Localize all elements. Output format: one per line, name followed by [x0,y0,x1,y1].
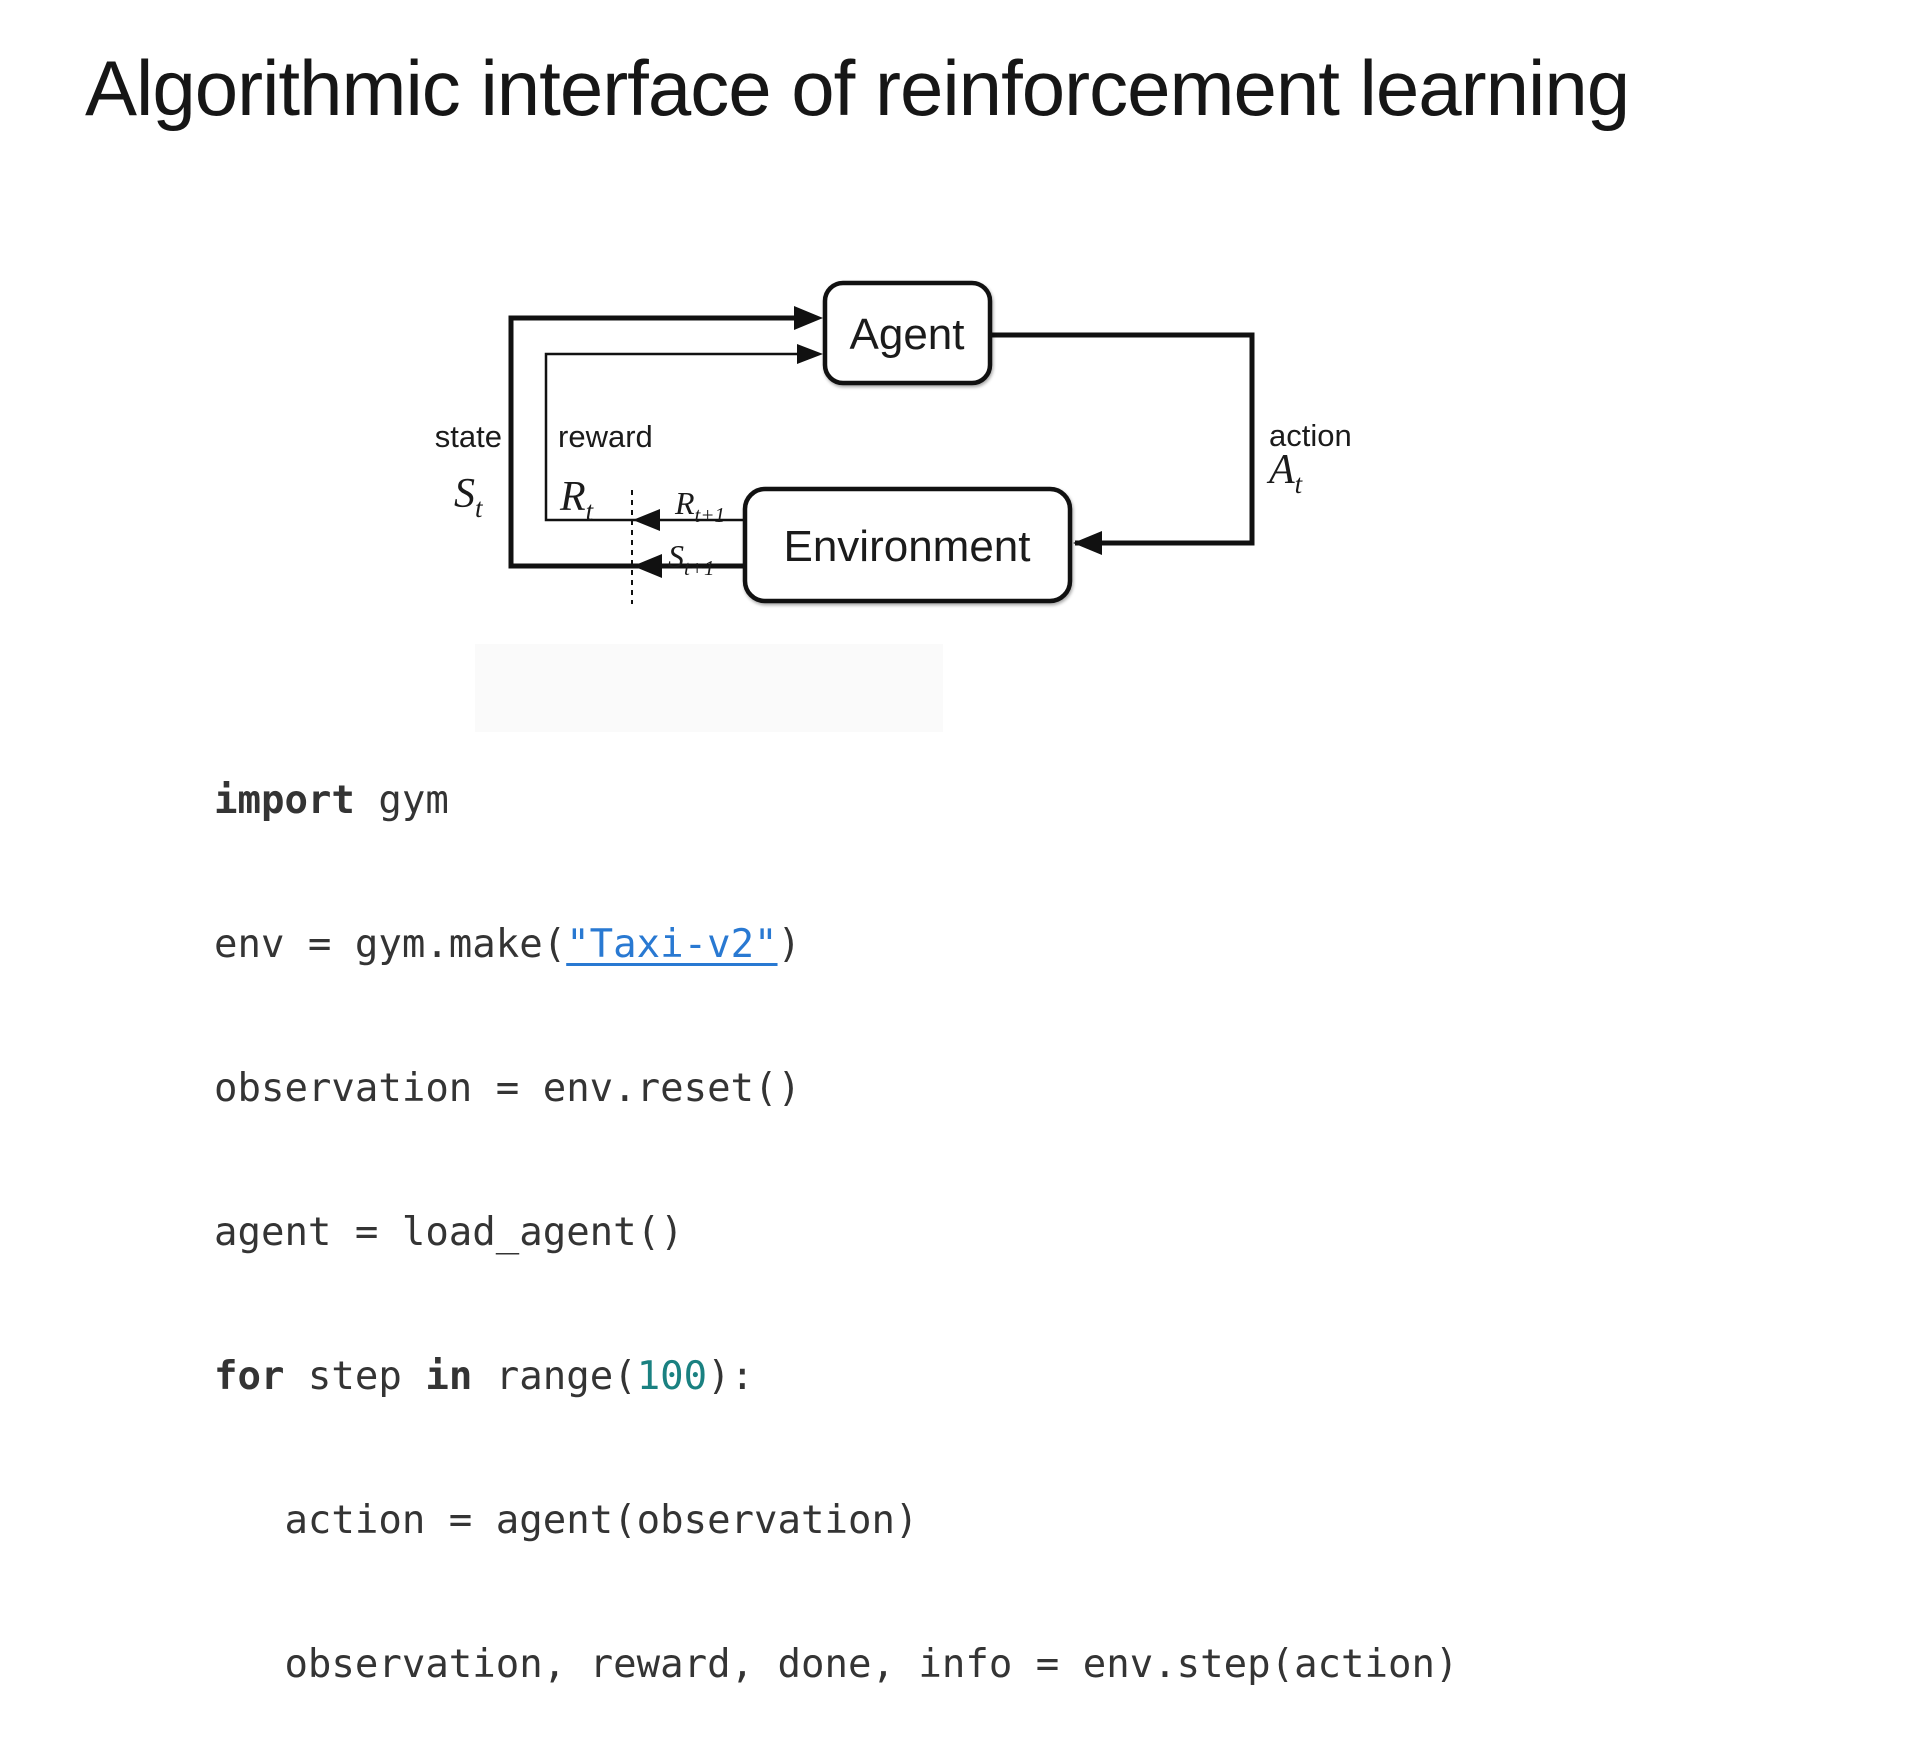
state-label: state [435,419,502,454]
reward-into-agent-arrowhead [797,344,823,364]
state-symbol: St [454,471,484,523]
environment-label: Environment [783,522,1030,571]
code-segment: agent = load_agent() [214,1210,684,1255]
next-reward-symbol-sub: t+1 [695,503,726,527]
code-block: import gym env = gym.make("Taxi-v2") obs… [214,681,1458,1737]
code-segment: gym [354,778,449,823]
action-label: action [1269,418,1352,453]
agent-label: Agent [850,310,965,359]
code-segment: action = agent(observation) [214,1498,919,1543]
next-state-arrowhead [633,554,662,578]
next-reward-arrowhead [633,509,660,531]
code-segment: ): [707,1354,755,1399]
next-state-symbol-main: S [668,538,684,574]
rl-loop-diagram: Agent Environment state St reward Rt act… [430,230,1380,660]
code-line: action = agent(observation) [214,1497,1458,1545]
code-line: agent = load_agent() [214,1209,1458,1257]
rl-loop-svg: Agent Environment state St reward Rt act… [435,280,1352,604]
next-reward-symbol: Rt+1 [674,485,725,527]
code-line: observation, reward, done, info = env.st… [214,1641,1458,1689]
action-wire [990,332,1255,546]
code-keyword: import [214,778,355,823]
action-into-environment-arrowhead [1073,531,1102,555]
code-keyword: for [214,1354,285,1399]
action-symbol: At [1266,447,1304,499]
page-title: Algorithmic interface of reinforcement l… [85,44,1630,132]
code-segment: observation = env.reset() [214,1066,801,1111]
action-symbol-main: A [1266,447,1295,493]
code-line: import gym [214,777,1458,825]
next-reward-symbol-main: R [674,485,695,521]
reward-symbol-main: R [559,474,586,520]
reward-symbol-sub: t [586,496,595,526]
environment-box [742,486,1073,604]
agent-box [822,280,993,386]
state-wire [508,315,796,569]
code-line: for step in range(100): [214,1353,1458,1401]
state-into-agent-arrowhead [794,306,823,330]
state-symbol-main: S [454,471,475,517]
code-segment: env = gym.make( [214,922,567,967]
state-symbol-sub: t [475,493,484,523]
code-segment: ) [777,922,802,967]
taxi-v2-link[interactable]: "Taxi-v2" [566,922,778,967]
next-state-symbol-sub: t+1 [684,556,715,580]
next-state-symbol: St+1 [668,538,715,580]
code-line: env = gym.make("Taxi-v2") [214,921,1458,969]
code-segment: step [284,1354,426,1399]
code-segment: observation, reward, done, info = env.st… [214,1642,1459,1687]
code-segment: range( [472,1354,637,1399]
code-number-literal: 100 [636,1354,708,1399]
reward-label: reward [558,419,653,454]
action-symbol-sub: t [1295,469,1304,499]
reward-symbol: Rt [559,474,595,526]
code-background-artifact [475,644,943,732]
code-line: observation = env.reset() [214,1065,1458,1113]
code-keyword: in [425,1354,473,1399]
